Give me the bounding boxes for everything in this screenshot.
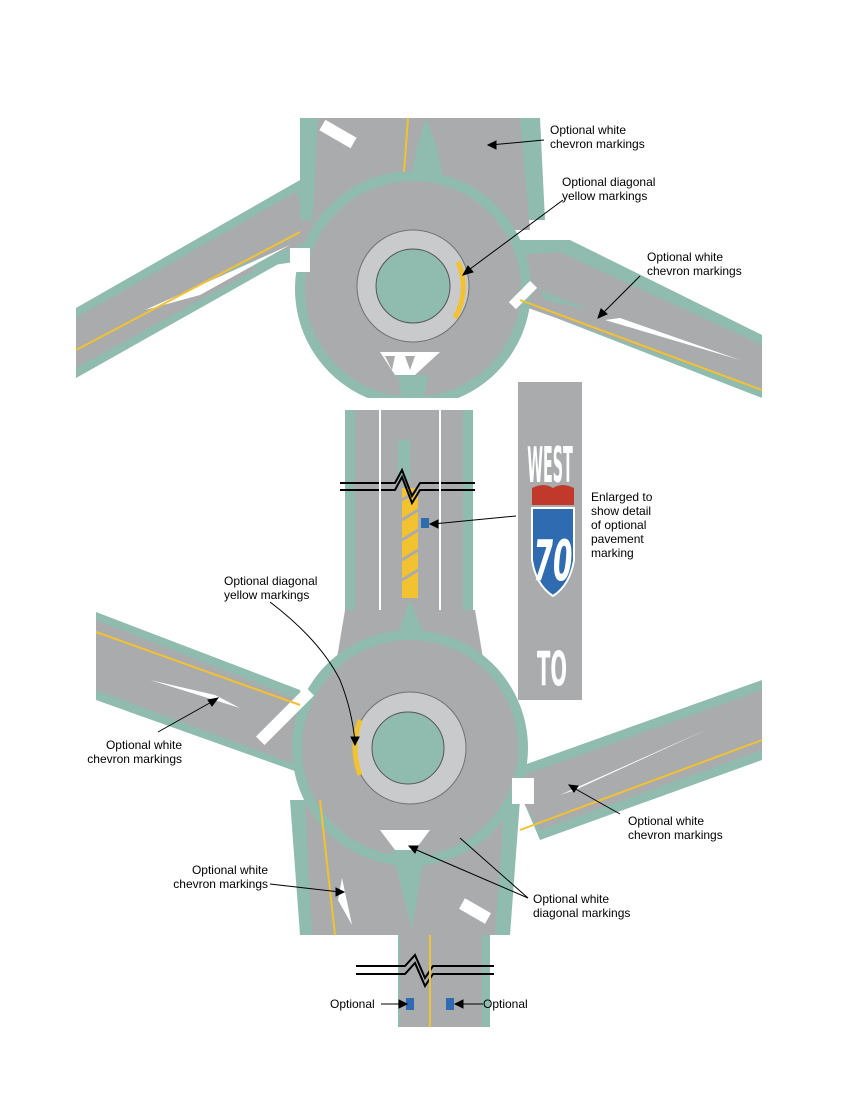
lower-south-splitter (392, 850, 425, 930)
callout-white-diagonal: Optional white diagonal markings (533, 892, 631, 920)
callout-optional-left: Optional (330, 997, 375, 1011)
sign-word-text: TO (537, 641, 567, 697)
lower-roundabout (95, 600, 763, 936)
callout-enlarged-note: Enlarged to show detail of optional pave… (591, 490, 653, 560)
lower-south-chevron (338, 878, 352, 925)
upper-roundabout (75, 117, 763, 440)
shield-top-red (532, 485, 574, 505)
connecting-road (340, 410, 475, 620)
upper-right-approach-road (505, 252, 762, 390)
shield-body-blue (531, 507, 575, 598)
upper-south-crosswalk (358, 398, 466, 410)
upper-nw-crosswalk (290, 248, 310, 272)
upper-ne-crosswalk (508, 280, 538, 310)
callout-top-diagonal-yellow: Optional diagonal yellow markings (562, 175, 656, 203)
lower-white-hatch (380, 830, 430, 850)
lower-se-crosswalk (459, 898, 491, 924)
upper-right-chevron (605, 318, 740, 360)
callout-left-chevron: Optional white chevron markings (87, 738, 182, 766)
callout-right-chevron-upper: Optional white chevron markings (647, 250, 742, 278)
callout-right-chevron-lower: Optional white chevron markings (628, 814, 723, 842)
south-stem (356, 935, 494, 1027)
stem-yellow-median (402, 488, 418, 598)
lower-right-approach-road (510, 690, 762, 830)
south-right-route-marker (446, 998, 454, 1010)
upper-central-island (375, 248, 451, 324)
lower-central-island (371, 711, 445, 785)
shield-route-number: 70 (534, 529, 573, 594)
upper-left-approach-road (76, 192, 318, 368)
south-left-route-marker (406, 998, 414, 1010)
upper-north-crosswalk (319, 119, 357, 149)
upper-yellow-diagonal (452, 261, 466, 320)
upper-right-splitter (540, 290, 590, 310)
south-stem-road (400, 935, 482, 1027)
callout-top-chevron: Optional white chevron markings (550, 123, 645, 151)
stem-break-line (340, 467, 475, 499)
callout-optional-right: Optional (483, 997, 528, 1011)
stem-route-marker (421, 518, 429, 528)
lower-right-chevron (560, 728, 710, 795)
sign-direction-text: WEST (527, 436, 573, 494)
callout-bottom-left-chevron: Optional white chevron markings (173, 863, 268, 891)
lower-nw-crosswalk (256, 687, 314, 745)
lower-left-chevron (150, 680, 240, 708)
leader-lines (157, 139, 641, 1009)
upper-north-splitter (412, 118, 442, 175)
lower-east-crosswalk (512, 778, 534, 804)
lower-yellow-diagonal (352, 719, 363, 776)
south-break-line (356, 953, 494, 981)
callout-mid-diagonal-yellow: Optional diagonal yellow markings (224, 574, 318, 602)
enlarged-pavement-marking: WEST 70 TO (518, 382, 582, 700)
